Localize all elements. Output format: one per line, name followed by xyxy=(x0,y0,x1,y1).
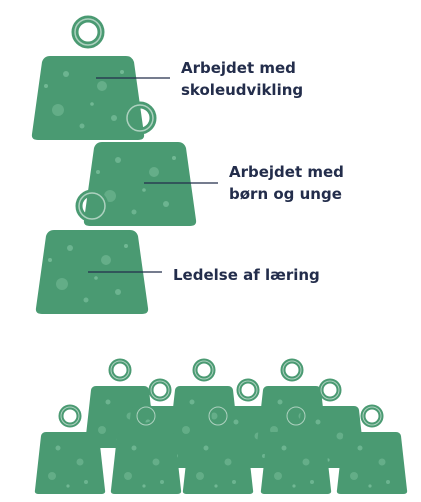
label-skoleudvikling: Arbejdet med skoleudvikling xyxy=(181,57,303,101)
label-line: børn og unge xyxy=(229,185,342,203)
label-ledelse-af-laering: Ledelse af læring xyxy=(173,264,320,286)
weight-pile xyxy=(35,361,407,494)
label-boern-og-unge: Arbejdet med børn og unge xyxy=(229,161,344,205)
label-line: Arbejdet med xyxy=(181,59,296,77)
label-line: Ledelse af læring xyxy=(173,266,320,284)
label-line: skoleudvikling xyxy=(181,81,304,99)
label-line: Arbejdet med xyxy=(229,163,344,181)
